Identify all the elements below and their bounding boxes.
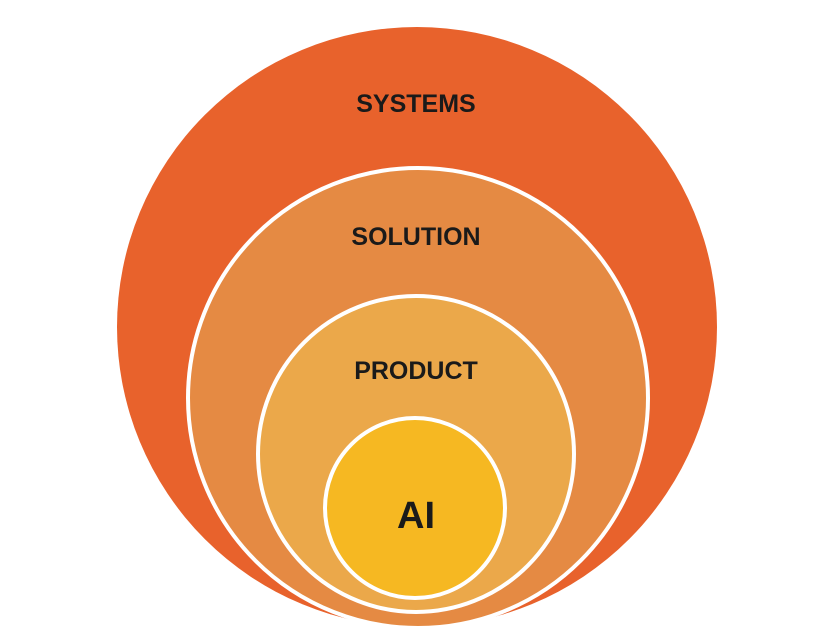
ring-ai <box>323 416 507 600</box>
label-systems: SYSTEMS <box>356 90 475 118</box>
label-ai: AI <box>397 495 435 537</box>
label-product: PRODUCT <box>354 357 478 385</box>
label-solution: SOLUTION <box>351 223 480 251</box>
